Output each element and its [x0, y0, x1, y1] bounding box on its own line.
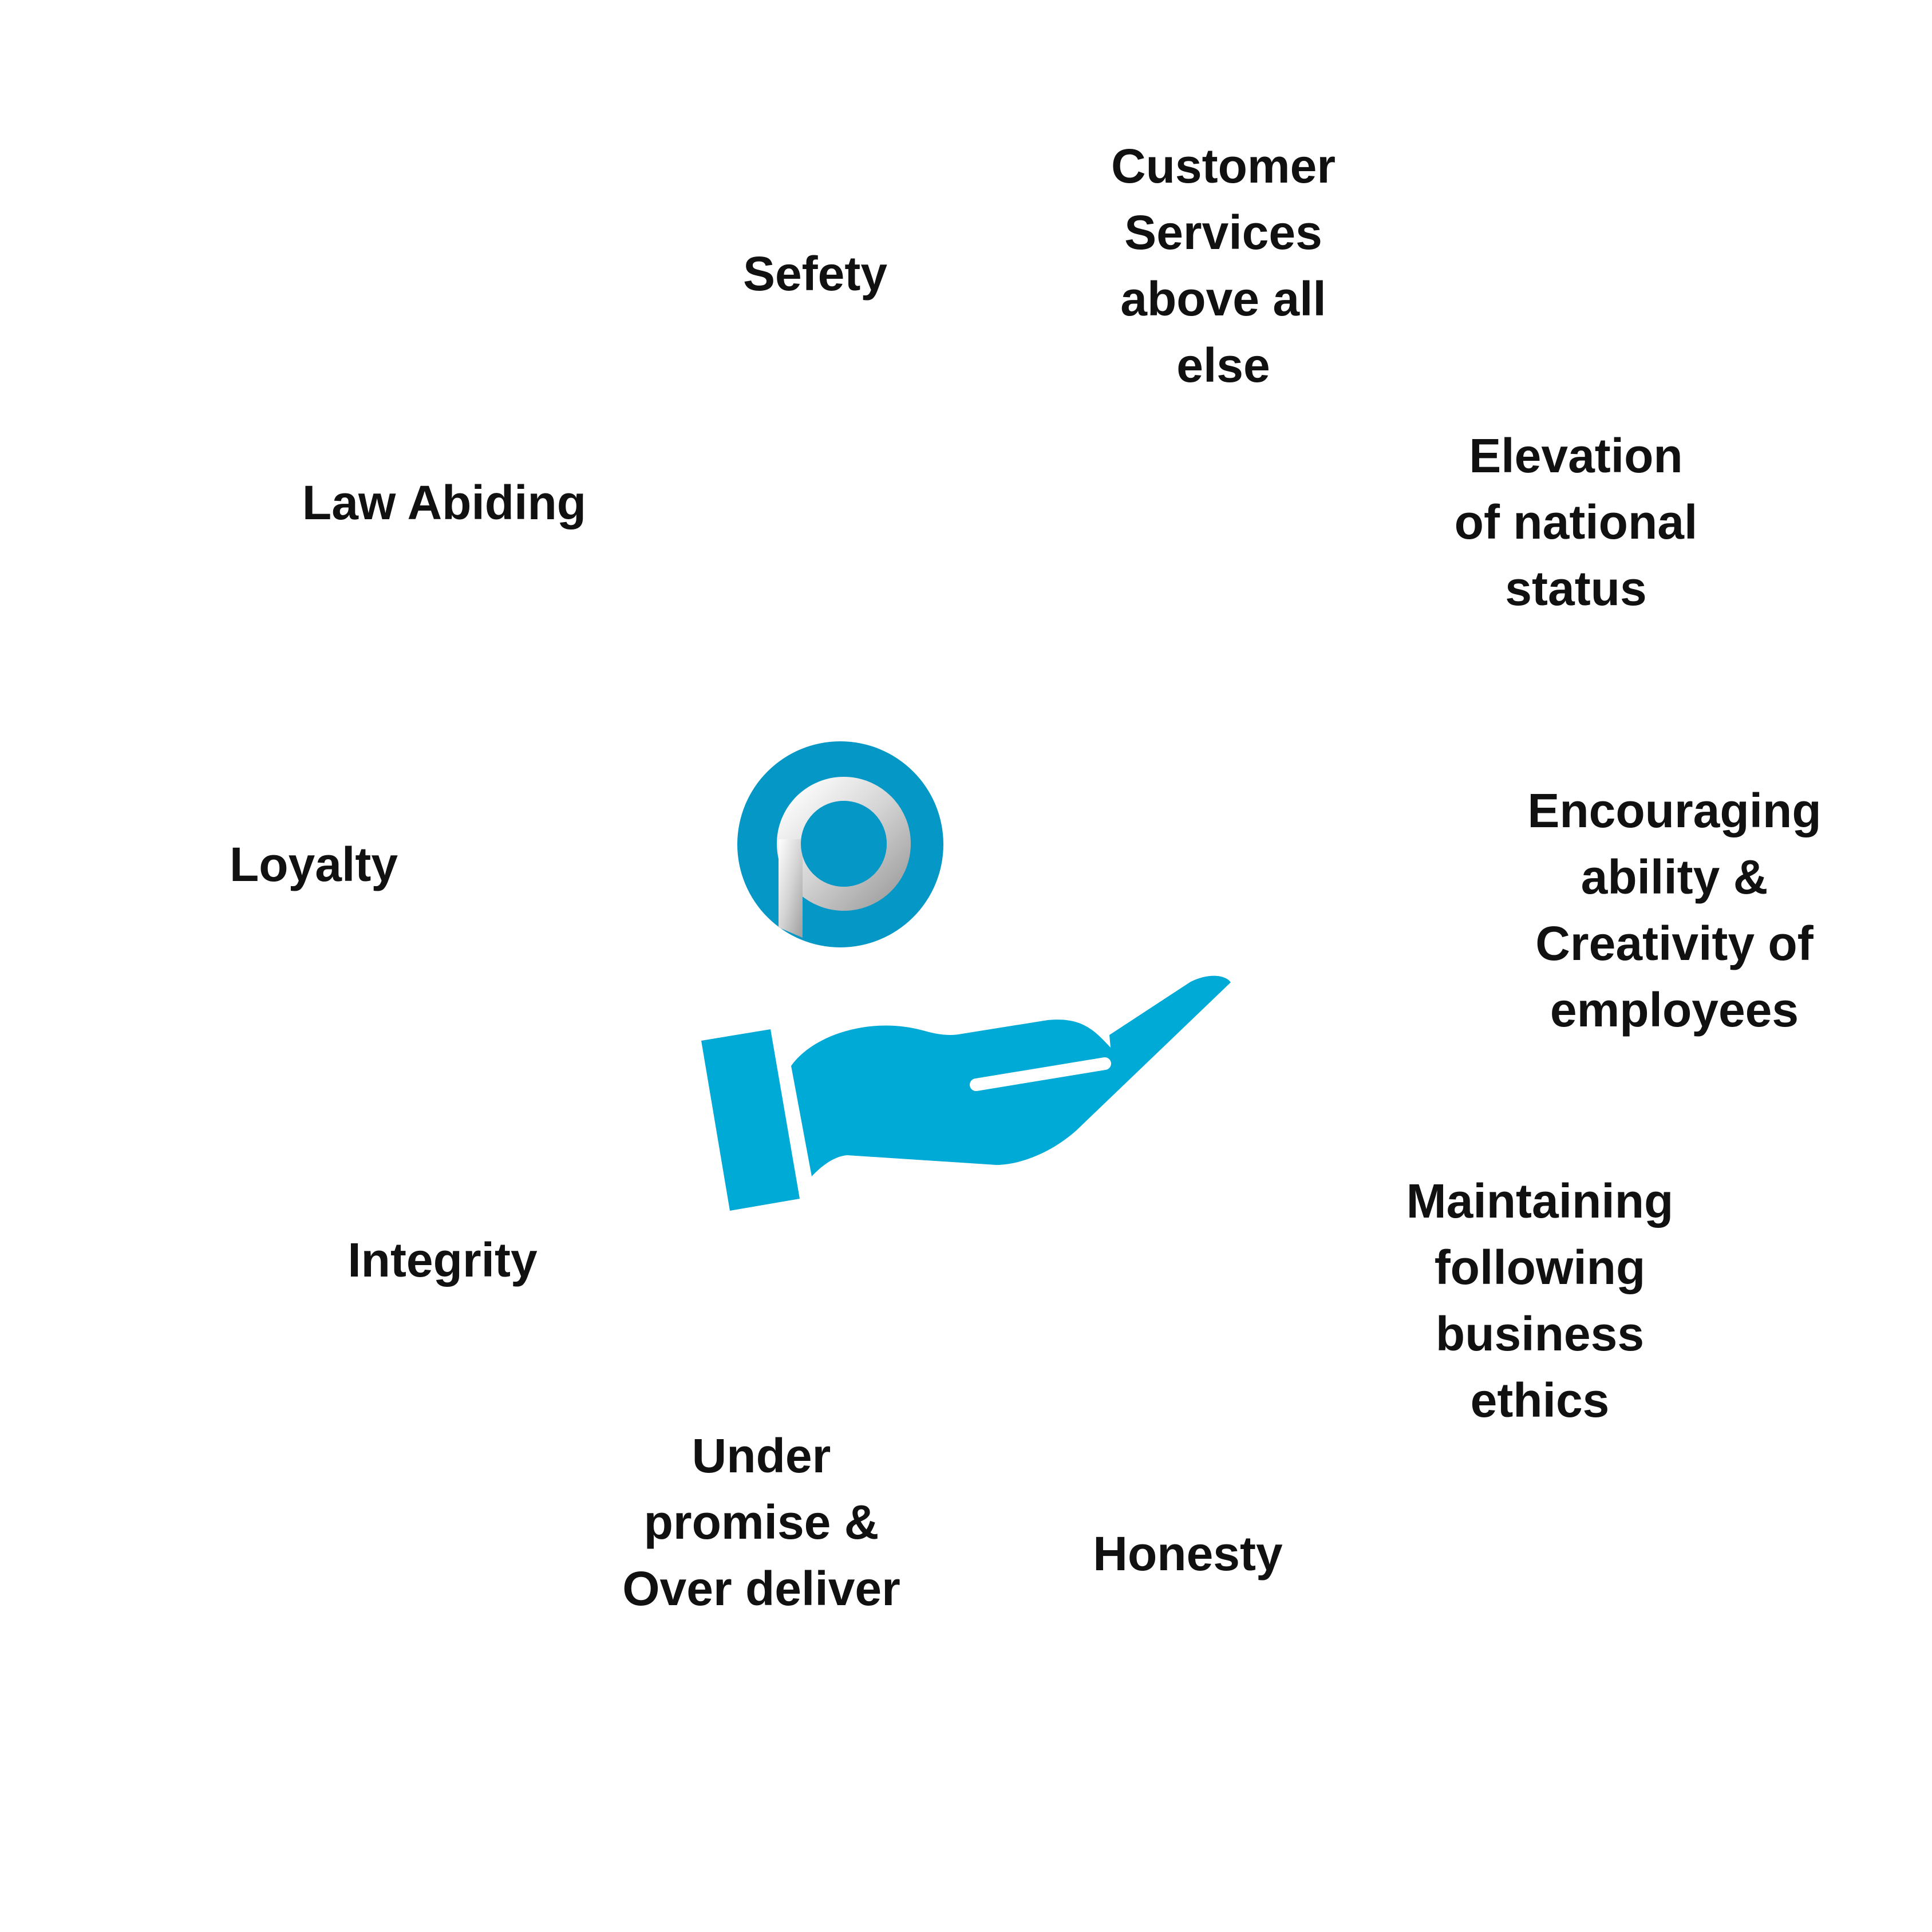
value-elevation-national-status: Elevation of national status — [1454, 429, 1698, 615]
value-customer-services: Customer Services above all else — [1111, 139, 1336, 392]
open-hand-icon — [701, 975, 1231, 1211]
value-honesty: Honesty — [1093, 1527, 1283, 1581]
value-loyalty: Loyalty — [229, 837, 398, 891]
value-business-ethics: Maintaining following business ethics — [1406, 1174, 1674, 1427]
p-logo-icon — [737, 741, 943, 947]
value-under-promise: Under promise & Over deliver — [622, 1429, 900, 1615]
value-safety: Sefety — [742, 247, 888, 301]
value-law-abiding: Law Abiding — [302, 476, 587, 530]
value-encouraging-creativity: Encouraging ability & Creativity of empl… — [1527, 784, 1822, 1037]
value-integrity: Integrity — [347, 1233, 538, 1287]
thumb-line — [970, 1057, 1111, 1091]
